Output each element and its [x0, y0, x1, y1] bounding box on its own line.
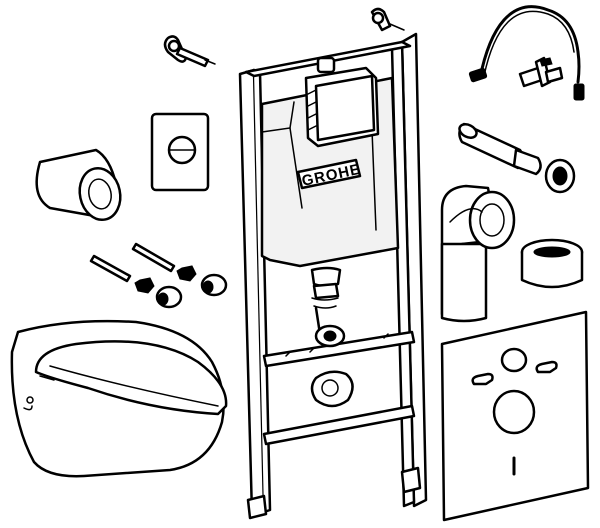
flush-pipe — [458, 122, 576, 194]
concealed-cistern: GROHE — [260, 56, 400, 348]
supply-hose — [468, 5, 585, 101]
fixing-bolts — [89, 242, 228, 309]
wall-bracket — [163, 35, 216, 68]
pan-connector-bend — [440, 184, 516, 323]
installation-frame — [238, 7, 428, 520]
flush-plate — [150, 112, 210, 192]
cistern-cap — [520, 238, 584, 289]
angle-valve — [518, 56, 564, 88]
flush-pipe-connector — [35, 148, 122, 222]
soft-close-seat — [34, 340, 228, 416]
sound-insulation-pad — [440, 310, 590, 522]
